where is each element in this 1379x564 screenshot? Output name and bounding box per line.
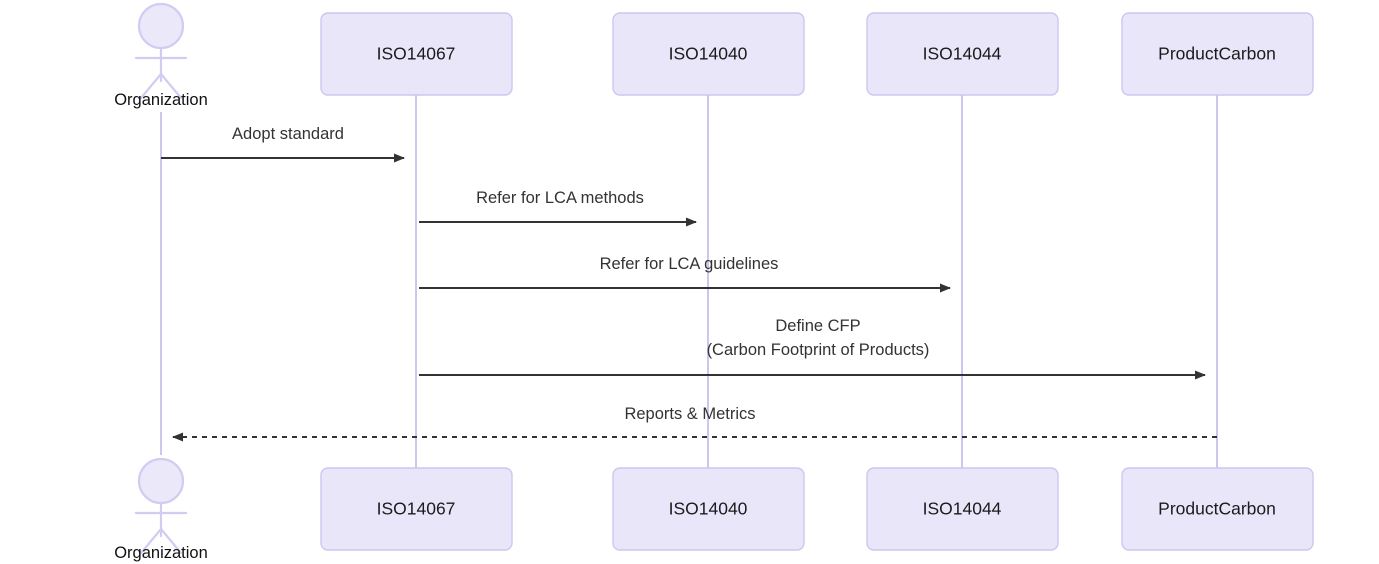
message-3[interactable]: Refer for LCA guidelines [419, 255, 951, 293]
message-5[interactable]: Reports & Metrics [172, 405, 1217, 442]
actor-organization-top[interactable]: Organization [114, 2, 208, 109]
participant-iso14040-top[interactable]: ISO14040 [612, 12, 805, 96]
lifelines-layer [160, 95, 1218, 468]
participant-label: ISO14040 [669, 44, 748, 64]
participant-productcarbon-top[interactable]: ProductCarbon [1121, 12, 1314, 96]
participant-productcarbon-bottom[interactable]: ProductCarbon [1121, 467, 1314, 551]
participant-box [866, 12, 1059, 96]
message-label: Refer for LCA guidelines [600, 255, 779, 273]
participant-box [612, 12, 805, 96]
participants-layer: OrganizationOrganizationISO14067ISO14067… [114, 2, 1314, 562]
participant-label: ISO14040 [669, 499, 748, 519]
participant-label: ISO14067 [377, 44, 456, 64]
actor-head-icon [137, 2, 185, 50]
message-2[interactable]: Refer for LCA methods [419, 189, 697, 227]
message-label: (Carbon Footprint of Products) [707, 341, 930, 359]
actor-organization-bottom[interactable]: Organization [114, 457, 208, 562]
participant-label: ProductCarbon [1158, 44, 1276, 64]
participant-iso14067-bottom[interactable]: ISO14067 [320, 467, 513, 551]
message-label: Adopt standard [232, 125, 344, 143]
participant-iso14040-bottom[interactable]: ISO14040 [612, 467, 805, 551]
participant-box [1121, 12, 1314, 96]
actor-legs-icon [139, 72, 183, 100]
participant-box [612, 467, 805, 551]
message-4[interactable]: Define CFP (Carbon Footprint of Products) [419, 317, 1206, 380]
participant-box [866, 467, 1059, 551]
participant-label: ISO14044 [923, 499, 1002, 519]
participant-iso14044-top[interactable]: ISO14044 [866, 12, 1059, 96]
message-label: Reports & Metrics [624, 405, 755, 423]
actor-caption: Organization [114, 91, 208, 109]
actor-caption: Organization [114, 544, 208, 562]
participant-iso14044-bottom[interactable]: ISO14044 [866, 467, 1059, 551]
message-1[interactable]: Adopt standard [161, 125, 405, 163]
participant-label: ISO14044 [923, 44, 1002, 64]
participant-label: ISO14067 [377, 499, 456, 519]
actor-head-icon [137, 457, 185, 505]
message-label: Refer for LCA methods [476, 189, 644, 207]
participant-box [320, 12, 513, 96]
actor-legs-icon [139, 527, 183, 555]
participant-box [320, 467, 513, 551]
participant-box [1121, 467, 1314, 551]
participant-label: ProductCarbon [1158, 499, 1276, 519]
participant-iso14067-top[interactable]: ISO14067 [320, 12, 513, 96]
message-label: Define CFP [775, 317, 860, 335]
